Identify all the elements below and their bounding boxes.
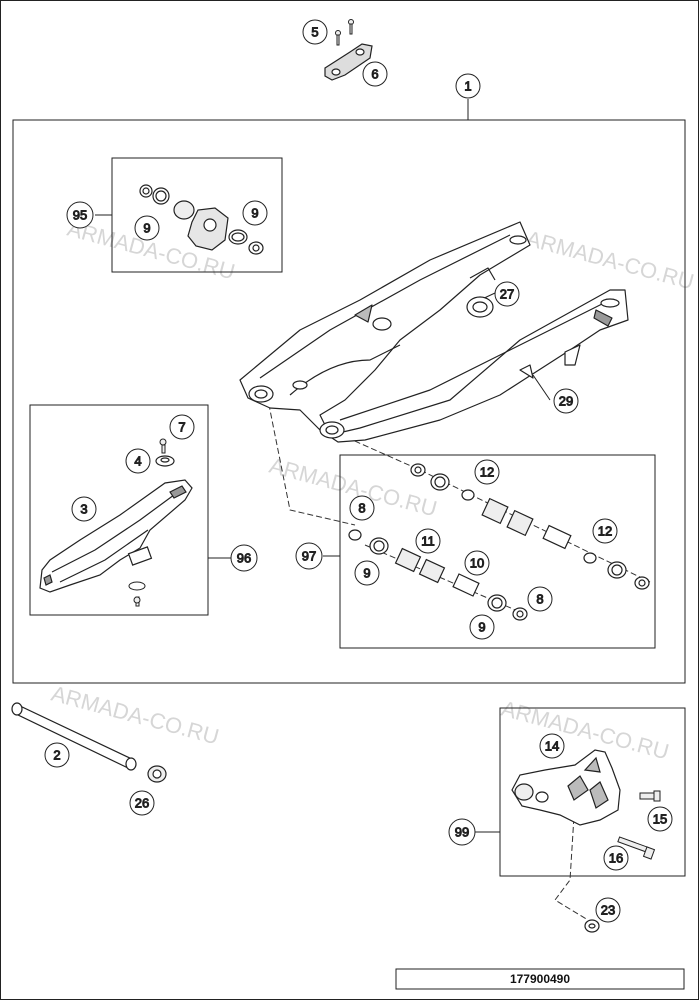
- callout-9-kit97-lower: 9: [469, 614, 495, 640]
- svg-text:29: 29: [559, 394, 573, 409]
- svg-text:7: 7: [178, 420, 185, 435]
- part-27-ring: [466, 296, 494, 318]
- part-26-nut: [147, 765, 167, 783]
- svg-text:9: 9: [143, 221, 150, 236]
- callout-99: 99: [448, 818, 476, 846]
- drawing-code-box: 177900490: [395, 968, 685, 990]
- part-23-washer: [584, 919, 600, 933]
- svg-text:10: 10: [470, 556, 484, 571]
- callout-2: 2: [44, 742, 70, 768]
- pivot-kit-box-97: [339, 454, 656, 649]
- svg-text:12: 12: [480, 465, 494, 480]
- callout-96: 96: [230, 544, 258, 572]
- svg-text:14: 14: [545, 739, 559, 754]
- slider-lower-hardware: [128, 581, 146, 607]
- part-3-chain-slider: [39, 479, 193, 593]
- callout-9-kit97-upper: 9: [354, 560, 380, 586]
- callout-9-kit95-left: 9: [134, 215, 160, 241]
- part-4-washer: [155, 455, 175, 467]
- callout-3: 3: [71, 496, 97, 522]
- callout-27: 27: [494, 281, 520, 307]
- callouts: 1 5 6 95 9 9 27 29 7 4 3 96 12 12 8 11 9…: [44, 19, 673, 923]
- svg-text:97: 97: [302, 549, 316, 564]
- callout-10: 10: [464, 550, 490, 576]
- svg-text:2: 2: [53, 748, 60, 763]
- callout-5: 5: [302, 19, 328, 45]
- callout-4: 4: [125, 448, 151, 474]
- callout-15: 15: [647, 806, 673, 832]
- callout-12-upper: 12: [474, 459, 500, 485]
- callout-7: 7: [169, 414, 195, 440]
- svg-text:9: 9: [478, 620, 485, 635]
- callout-97: 97: [295, 542, 323, 570]
- leader-lines: [95, 99, 551, 833]
- svg-text:23: 23: [601, 903, 615, 918]
- callout-12-lower: 12: [592, 518, 618, 544]
- part-16-bolt: [617, 836, 656, 860]
- callout-16: 16: [603, 845, 629, 871]
- svg-text:96: 96: [237, 551, 251, 566]
- svg-text:9: 9: [363, 566, 370, 581]
- svg-text:9: 9: [251, 206, 258, 221]
- callout-29: 29: [553, 388, 579, 414]
- svg-text:15: 15: [653, 812, 667, 827]
- chain-guide-kit-box-99: [499, 707, 686, 877]
- callout-1: 1: [455, 73, 481, 99]
- swingarm: [239, 221, 629, 443]
- svg-text:5: 5: [311, 25, 318, 40]
- callout-26: 26: [129, 790, 155, 816]
- part-15-bolt: [639, 790, 661, 802]
- svg-text:95: 95: [73, 208, 87, 223]
- callout-95: 95: [66, 201, 94, 229]
- swingarm-assembly-frame: [12, 119, 686, 684]
- part-5-screws: [335, 19, 354, 46]
- svg-text:11: 11: [421, 534, 435, 549]
- svg-text:8: 8: [358, 501, 365, 516]
- svg-text:3: 3: [80, 502, 87, 517]
- svg-text:12: 12: [598, 524, 612, 539]
- callout-23: 23: [595, 897, 621, 923]
- svg-text:27: 27: [500, 287, 514, 302]
- drawing-code: 177900490: [510, 972, 570, 986]
- callout-6: 6: [362, 61, 388, 87]
- svg-text:6: 6: [371, 67, 378, 82]
- callout-14: 14: [539, 733, 565, 759]
- svg-text:16: 16: [609, 851, 623, 866]
- svg-text:99: 99: [455, 825, 469, 840]
- svg-text:8: 8: [536, 592, 543, 607]
- kit-95-parts: [139, 184, 264, 255]
- part-6-clamp: [324, 43, 373, 81]
- part-2-pivot-axle: [11, 702, 137, 771]
- svg-text:1: 1: [464, 79, 471, 94]
- svg-text:26: 26: [135, 796, 149, 811]
- chain-slider-kit-box-96: [29, 404, 209, 616]
- svg-text:4: 4: [134, 454, 141, 469]
- part-14-chain-guide: [511, 749, 621, 826]
- callout-8-upper: 8: [349, 495, 375, 521]
- callout-11: 11: [415, 528, 441, 554]
- kit-97-parts: [348, 463, 650, 621]
- part-7-screw: [159, 438, 167, 454]
- callout-8-lower: 8: [527, 586, 553, 612]
- callout-9-kit95-right: 9: [242, 200, 268, 226]
